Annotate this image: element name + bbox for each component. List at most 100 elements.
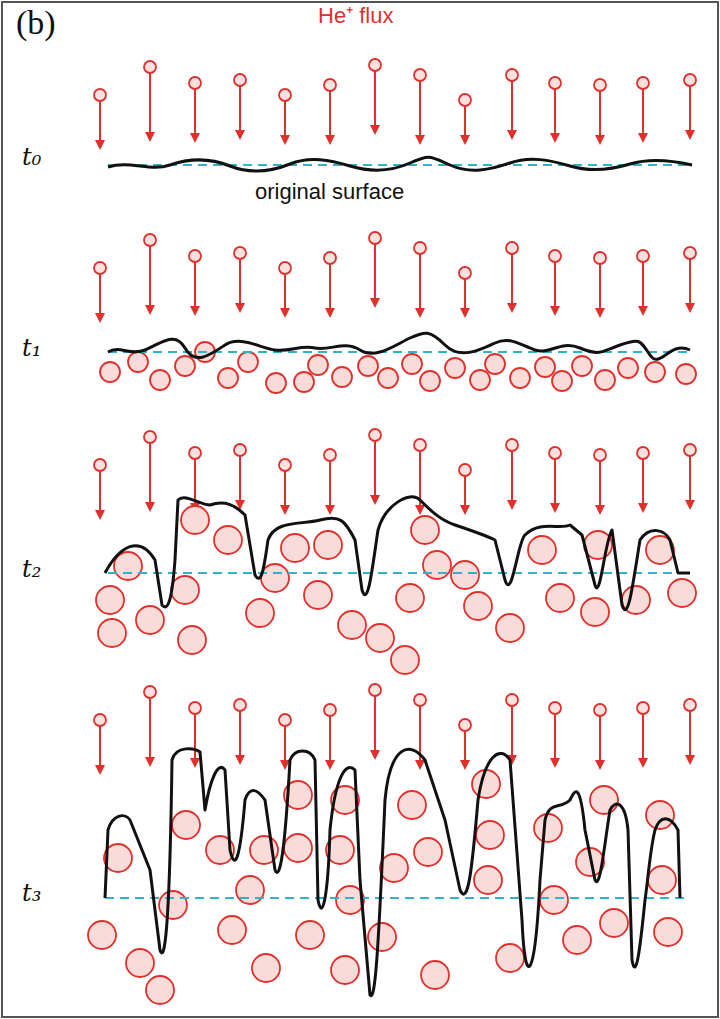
helium-bubble [645, 362, 665, 382]
helium-bubble [378, 368, 398, 388]
time-label: t₁ [22, 335, 41, 361]
helium-ion [549, 702, 561, 714]
helium-ion [684, 444, 696, 456]
helium-bubble [423, 551, 451, 579]
helium-ion [234, 444, 246, 456]
helium-ion [549, 250, 561, 262]
helium-ion [684, 247, 696, 259]
surface-label: original surface [255, 180, 404, 204]
helium-bubble [332, 367, 352, 387]
helium-ion [279, 714, 291, 726]
time-label: t₀ [22, 144, 41, 170]
helium-bubble [445, 358, 465, 378]
helium-ion [414, 694, 426, 706]
surface-profiles [105, 157, 692, 996]
helium-ion [506, 69, 518, 81]
helium-bubble [398, 791, 426, 819]
helium-bubble [181, 506, 209, 534]
helium-bubble [595, 370, 615, 390]
ion-arrow-shaft [239, 86, 241, 132]
helium-bubble [535, 357, 555, 377]
ion-arrow-shaft [464, 476, 466, 507]
ion-arrow-head [235, 130, 245, 140]
ion-arrow-shaft [284, 101, 286, 137]
ion-arrow-shaft [194, 714, 196, 760]
ion-arrow-head [415, 135, 425, 145]
helium-ion [637, 77, 649, 89]
helium-bubble [470, 370, 490, 390]
ion-arrow-head [550, 306, 560, 316]
ion-arrow-shaft [99, 726, 101, 767]
helium-ion [324, 252, 336, 264]
helium-bubble [126, 949, 154, 977]
helium-bubble [391, 646, 419, 674]
ion-arrow-head [595, 308, 605, 318]
ion-arrow-shaft [642, 89, 644, 135]
helium-bubble [581, 598, 609, 626]
ion-arrow-head [370, 298, 380, 308]
ion-arrow-shaft [374, 696, 376, 752]
helium-ion [506, 439, 518, 451]
ion-arrow-head [145, 305, 155, 315]
helium-bubble [474, 866, 502, 894]
ion-arrow-head [460, 308, 470, 318]
helium-ion [189, 77, 201, 89]
helium-bubble [402, 354, 422, 374]
helium-bubble [421, 961, 449, 989]
helium-bubble [485, 354, 505, 374]
ion-arrow-head [145, 502, 155, 512]
helium-ion [549, 77, 561, 89]
helium-bubble [472, 770, 500, 798]
ion-arrow-shaft [284, 274, 286, 310]
helium-ion [324, 79, 336, 91]
ion-arrow-shaft [99, 274, 101, 315]
ion-arrow-shaft [149, 246, 151, 307]
helium-ion [459, 464, 471, 476]
helium-bubble [128, 352, 148, 372]
ion-arrow-head [638, 503, 648, 513]
helium-bubble [136, 606, 164, 634]
helium-bubble [214, 526, 242, 554]
helium-bubble [476, 821, 504, 849]
ion-arrow-head [370, 125, 380, 135]
helium-ion [189, 250, 201, 262]
helium-ion [94, 459, 106, 471]
helium-ion [414, 439, 426, 451]
helium-bubble [236, 876, 264, 904]
ion-arrow-head [550, 133, 560, 143]
ion-arrow-shaft [239, 259, 241, 305]
helium-bubble [308, 355, 328, 375]
helium-ion [279, 459, 291, 471]
ion-arrow-head [325, 135, 335, 145]
ion-arrow-head [325, 308, 335, 318]
ion-arrow-shaft [599, 91, 601, 137]
helium-bubble [150, 370, 170, 390]
ion-arrow-head [280, 505, 290, 515]
ion-arrow-shaft [329, 461, 331, 507]
ion-arrow-head [595, 135, 605, 145]
helium-ion [594, 449, 606, 461]
ion-arrow-shaft [374, 71, 376, 127]
helium-ion [459, 94, 471, 106]
ion-arrow-head [415, 308, 425, 318]
ion-arrow-shaft [99, 101, 101, 142]
helium-bubble [420, 371, 440, 391]
helium-bubble [358, 356, 378, 376]
ion-arrow-shaft [464, 106, 466, 137]
ion-arrow-head [595, 760, 605, 770]
helium-bubble [510, 368, 530, 388]
ion-arrow-head [638, 133, 648, 143]
helium-bubble [218, 368, 238, 388]
helium-bubble [296, 921, 324, 949]
ion-arrow-head [145, 757, 155, 767]
helium-bubble [600, 909, 628, 937]
helium-bubble [590, 786, 618, 814]
helium-bubble [98, 619, 126, 647]
ion-arrow-shaft [374, 441, 376, 497]
ion-arrow-head [685, 755, 695, 765]
ion-arrow-shaft [599, 461, 601, 507]
ion-arrow-shaft [511, 81, 513, 132]
ion-arrow-shaft [689, 86, 691, 132]
helium-ion [594, 79, 606, 91]
helium-bubble [100, 362, 120, 382]
